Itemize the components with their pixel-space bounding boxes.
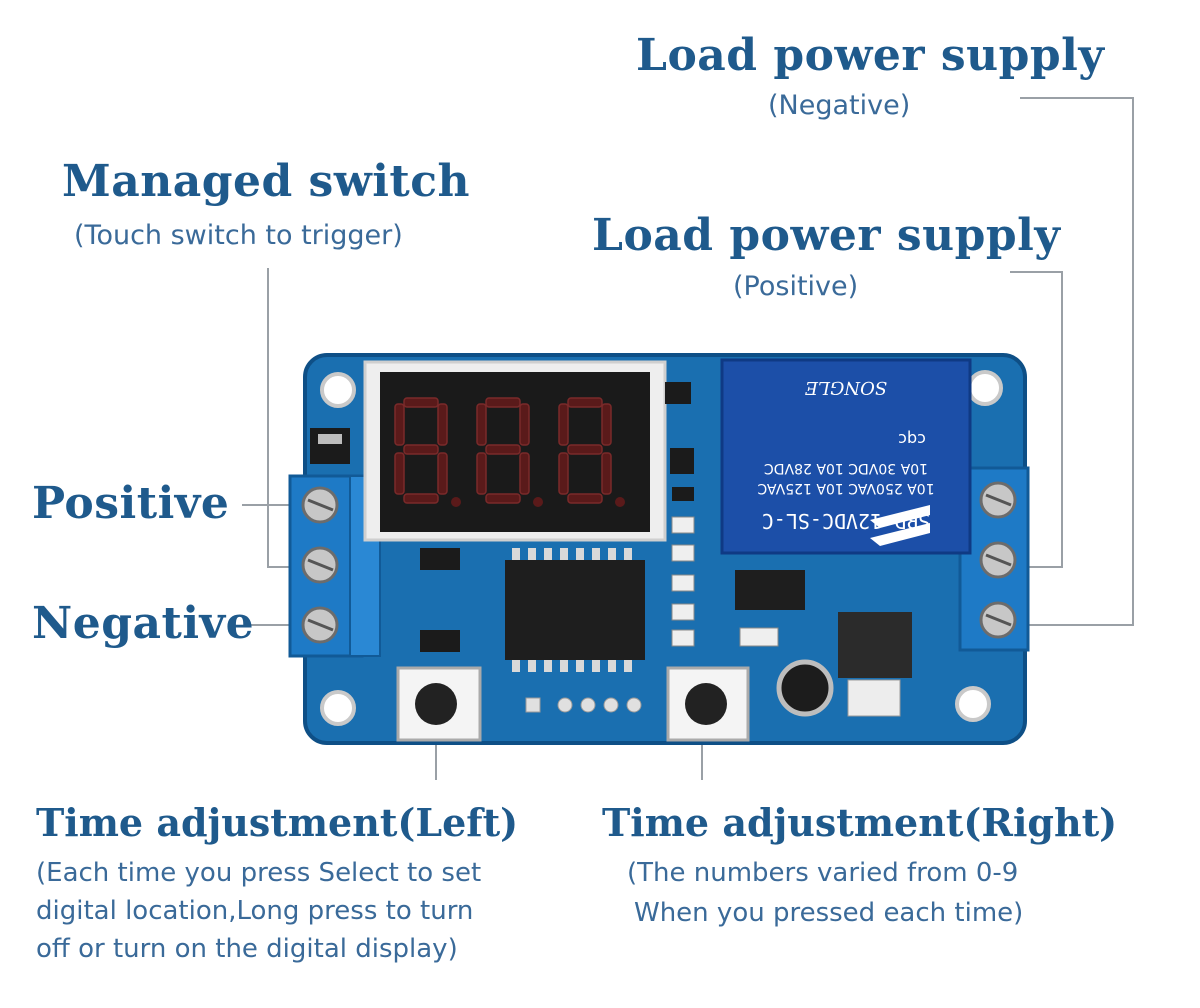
digit-segment <box>558 452 569 495</box>
digit-segment <box>485 444 521 455</box>
digit-segment <box>519 403 530 446</box>
time-left-line-1: (Each time you press Select to set <box>36 858 482 888</box>
managed-switch-subtitle: (Touch switch to trigger) <box>74 220 403 251</box>
smd-components <box>420 382 805 652</box>
mount-hole <box>320 372 356 408</box>
screw-terminals-right <box>979 481 1017 639</box>
load-positive-subtitle: (Positive) <box>733 271 859 302</box>
svg-text:SONGLE: SONGLE <box>805 377 887 398</box>
digit-segment <box>476 452 487 495</box>
time-left-line-2: digital location,Long press to turn <box>36 896 474 926</box>
time-right-line-1: (The numbers varied from 0-9 <box>627 858 1019 888</box>
svg-text:10A 30VDC 10A 28VDC: 10A 30VDC 10A 28VDC <box>764 460 928 476</box>
screw-terminals-left <box>301 486 339 644</box>
relay-logo <box>870 505 930 546</box>
leader-load-positive <box>1010 271 1063 568</box>
time-left-line-3: off or turn on the digital display) <box>36 934 458 964</box>
managed-switch-title: Managed switch <box>62 156 471 207</box>
digit-segment <box>567 444 603 455</box>
leader-load-negative <box>1020 97 1134 626</box>
decimal-point <box>451 497 461 507</box>
positive-label: Positive <box>32 478 230 529</box>
svg-text:cqc: cqc <box>898 430 926 449</box>
digit-segment <box>558 403 569 446</box>
capacitor <box>776 659 834 717</box>
decimal-point <box>615 497 625 507</box>
digit-segment <box>403 493 439 504</box>
digit-segment <box>485 493 521 504</box>
digit-segment <box>601 452 612 495</box>
leader-lines <box>242 97 1134 780</box>
load-negative-subtitle: (Negative) <box>768 90 911 121</box>
load-negative-title: Load power supply <box>636 30 1105 81</box>
mount-hole <box>955 686 991 722</box>
ic-chip <box>505 560 645 660</box>
svg-text:10A 250VAC 10A 125VAC: 10A 250VAC 10A 125VAC <box>757 480 934 496</box>
display-digits <box>394 397 625 507</box>
negative-label: Negative <box>32 598 255 649</box>
relay <box>720 358 972 555</box>
digit-segment <box>394 403 405 446</box>
digit-segment <box>476 403 487 446</box>
digit-segment <box>394 452 405 495</box>
digit-segment <box>437 403 448 446</box>
digit-segment <box>567 397 603 408</box>
digit-segment <box>485 397 521 408</box>
regulator <box>838 612 912 678</box>
digit-segment <box>437 452 448 495</box>
mount-hole <box>320 690 356 726</box>
load-positive-title: Load power supply <box>592 210 1061 261</box>
ic-pins <box>512 548 632 672</box>
time-right-line-2: When you pressed each time) <box>634 898 1024 928</box>
digit-segment <box>601 403 612 446</box>
jumper <box>310 428 350 464</box>
digit-segment <box>403 397 439 408</box>
header-pads <box>525 697 642 713</box>
time-right-title: Time adjustment(Right) <box>602 800 1118 845</box>
decimal-point <box>533 497 543 507</box>
digit-segment <box>403 444 439 455</box>
digit-segment <box>567 493 603 504</box>
time-left-title: Time adjustment(Left) <box>36 800 519 845</box>
digit-segment <box>519 452 530 495</box>
mount-hole <box>967 370 1003 406</box>
